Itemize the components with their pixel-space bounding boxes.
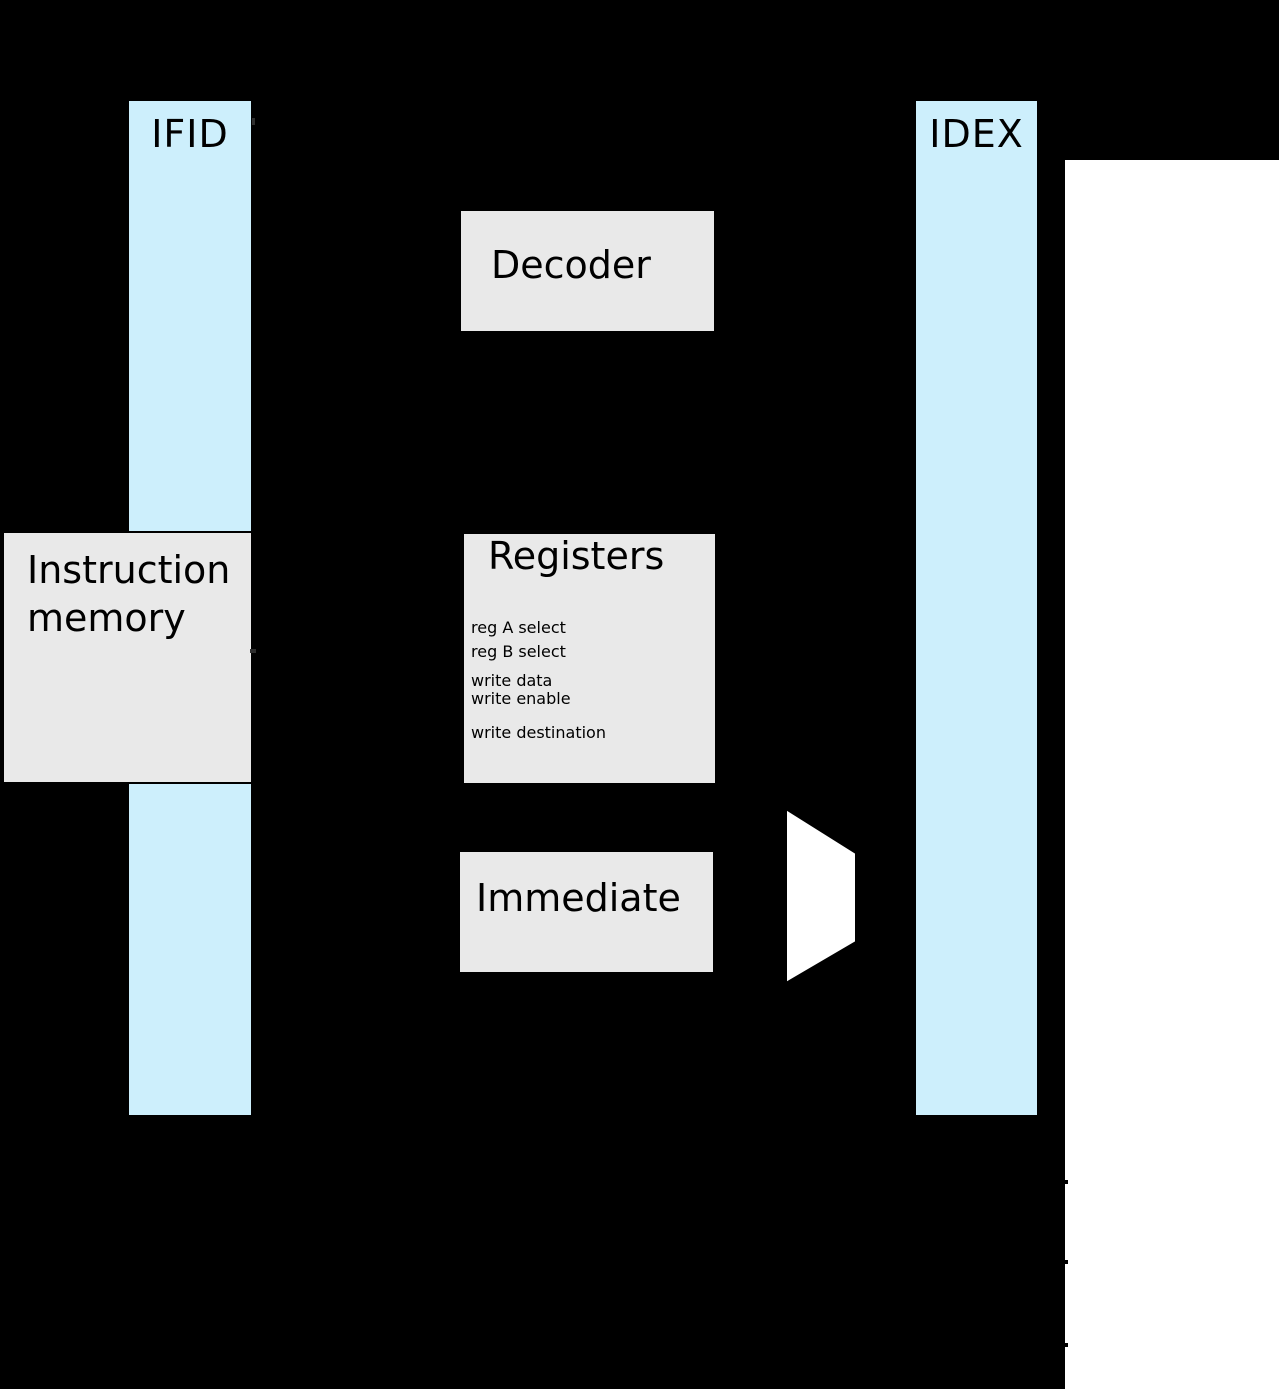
decoder-label: Decoder — [491, 243, 651, 287]
mux-shape — [785, 807, 857, 985]
signal-stub-tick — [1062, 1343, 1068, 1347]
port-label-reg-a-select: reg A select — [471, 618, 566, 637]
port-label-write-destination: write destination — [471, 723, 606, 742]
next-stage-panel — [1065, 160, 1279, 1389]
block-decoder: Decoder — [459, 209, 716, 333]
port-label-write-enable: write enable — [471, 689, 571, 708]
port-label-write-data: write data — [471, 671, 553, 690]
port-label-reg-b-select: reg B select — [471, 642, 566, 661]
block-immediate: Immediate — [458, 850, 715, 974]
pipeline-register-idex: IDEX — [914, 99, 1039, 1117]
idex-label: IDEX — [929, 112, 1024, 156]
signal-stub-tick — [1062, 1180, 1068, 1184]
instruction-memory-label-line2: memory — [27, 596, 186, 640]
block-registers: Registers reg A select reg B select writ… — [462, 532, 717, 785]
mux-trapezoid — [785, 807, 857, 985]
block-instruction-memory: Instruction memory — [2, 531, 253, 784]
immediate-label: Immediate — [476, 876, 681, 920]
wire-remnant — [252, 118, 255, 125]
wire-remnant — [250, 649, 256, 653]
ifid-label: IFID — [151, 112, 229, 156]
registers-title: Registers — [488, 534, 665, 578]
instruction-memory-label-line1: Instruction — [27, 548, 231, 592]
signal-stub-tick — [1062, 1260, 1068, 1264]
